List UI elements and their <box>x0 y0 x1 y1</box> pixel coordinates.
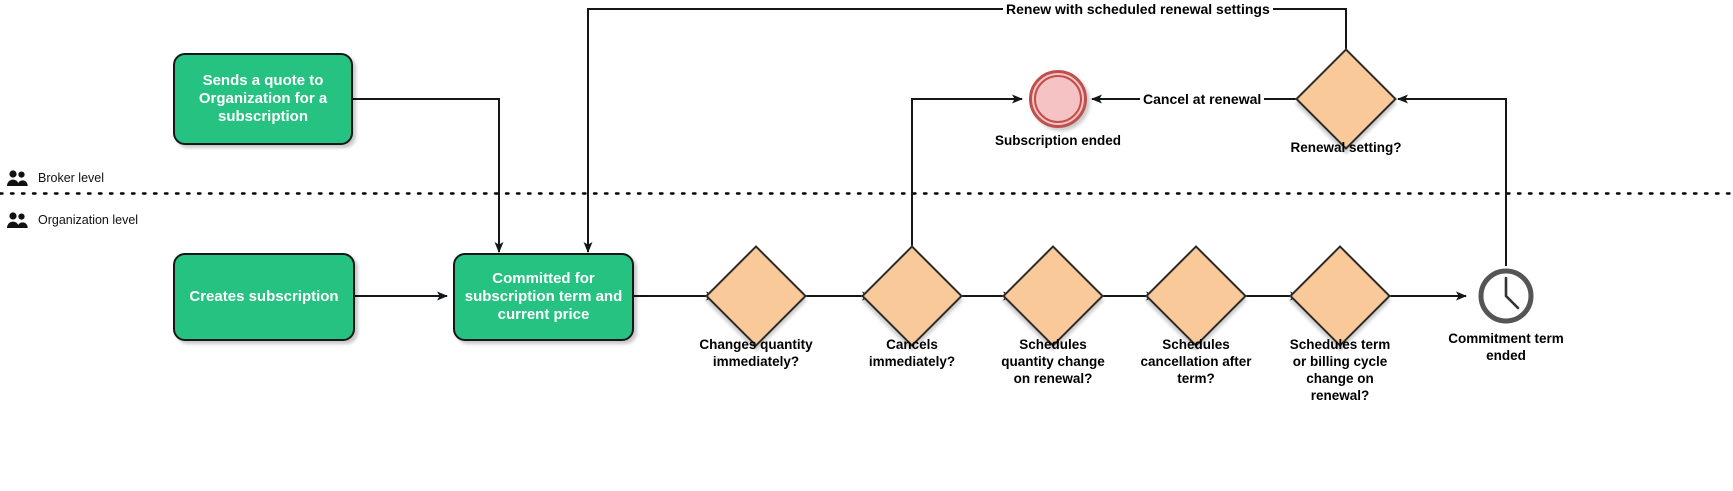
edge-renew-scheduled <box>583 8 1347 253</box>
edge-label-renew-scheduled-text: Renew with scheduled renewal settings <box>1006 1 1270 17</box>
edge-label-cancel-at-renewal: Cancel at renewal <box>1140 91 1265 107</box>
users-icon <box>6 211 30 229</box>
gateway-schedules-quantity-change-label: Schedules quantity change on renewal? <box>1001 337 1105 386</box>
gateway-renewal-setting-label: Renewal setting? <box>1290 140 1402 155</box>
diamond-shape <box>1002 245 1104 347</box>
diamond-shape <box>861 245 963 347</box>
edge-label-cancel-at-renewal-text: Cancel at renewal <box>1143 91 1262 107</box>
task-sends-quote-label: Sends a quote to Organization for a subs… <box>198 72 328 125</box>
diamond-shape <box>705 245 807 347</box>
gateway-schedules-quantity-change[interactable]: Schedules quantity change on renewal? <box>1001 245 1105 386</box>
lane-label-broker: Broker level <box>6 169 104 187</box>
edge-cancels-to-ended <box>911 94 1023 260</box>
edge-quote-to-committed <box>353 98 504 253</box>
gateway-cancels-immediately[interactable]: Cancels immediately? <box>861 245 963 369</box>
task-creates-subscription-label: Creates subscription <box>189 288 339 305</box>
diamond-shape <box>1289 245 1391 347</box>
edge-label-renew-scheduled: Renew with scheduled renewal settings <box>1003 1 1273 17</box>
gateway-renewal-setting[interactable]: Renewal setting? <box>1290 48 1402 155</box>
task-committed[interactable]: Committed for subscription term and curr… <box>453 253 634 341</box>
event-commitment-term-ended[interactable]: Commitment term ended <box>1448 266 1564 363</box>
gateway-schedules-term-change[interactable]: Schedules term or billing cycle change o… <box>1289 245 1391 403</box>
event-subscription-ended-label: Subscription ended <box>994 133 1121 148</box>
event-commitment-term-ended-label: Commitment term ended <box>1448 331 1564 363</box>
lane-label-organization: Organization level <box>6 211 138 229</box>
edge-timer-to-renewal-setting <box>1397 94 1507 266</box>
event-subscription-ended[interactable]: Subscription ended <box>995 70 1121 148</box>
users-icon <box>6 169 30 187</box>
lane-label-organization-text: Organization level <box>38 213 139 227</box>
end-event-inner-ring <box>1034 75 1082 123</box>
task-sends-quote[interactable]: Sends a quote to Organization for a subs… <box>173 53 353 145</box>
task-committed-label: Committed for subscription term and curr… <box>464 270 623 323</box>
gateway-cancels-immediately-label: Cancels immediately? <box>868 337 956 369</box>
task-creates-subscription[interactable]: Creates subscription <box>173 253 355 341</box>
gateway-schedules-term-change-label: Schedules term or billing cycle change o… <box>1289 337 1391 403</box>
gateway-schedules-cancellation-label: Schedules cancellation after term? <box>1140 337 1252 386</box>
gateway-schedules-cancellation[interactable]: Schedules cancellation after term? <box>1140 245 1252 386</box>
gateway-changes-quantity-label: Changes quantity immediately? <box>699 337 813 369</box>
lane-label-broker-text: Broker level <box>38 171 104 185</box>
clock-icon <box>1478 268 1534 324</box>
diamond-shape <box>1295 48 1397 150</box>
diamond-shape <box>1145 245 1247 347</box>
gateway-changes-quantity[interactable]: Changes quantity immediately? <box>699 245 813 369</box>
